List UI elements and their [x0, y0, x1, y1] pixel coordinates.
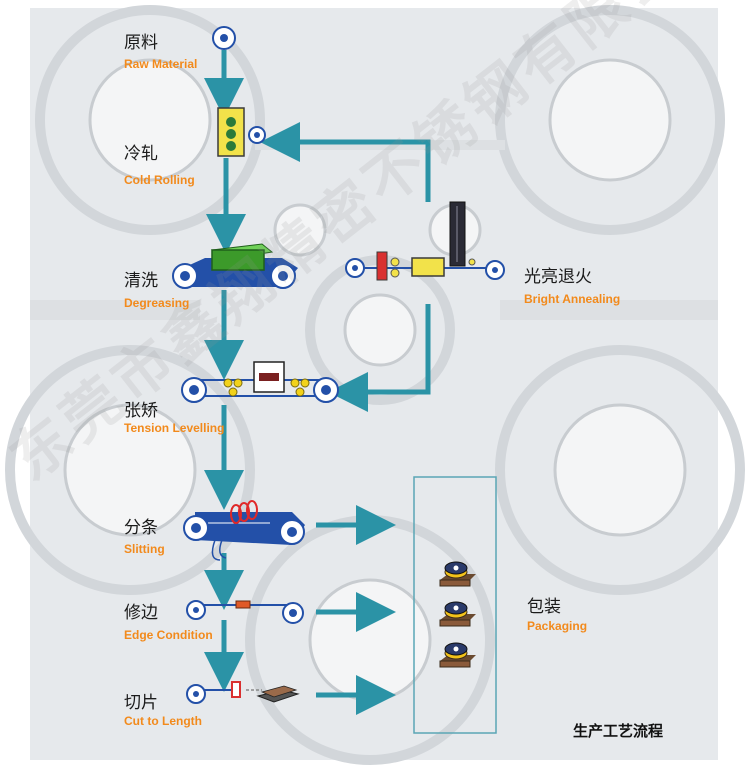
tension-levelling-label-cn: 张矫 [124, 401, 158, 421]
cold-rolling-mill [217, 107, 266, 157]
degreasing-label-en: Degreasing [124, 296, 190, 310]
slitting-label-en: Slitting [124, 542, 165, 556]
bright-annealing-label-cn: 光亮退火 [524, 267, 592, 287]
packaging-label-cn: 包装 [527, 597, 561, 617]
packaged-coil-1 [439, 561, 476, 587]
cold-rolling-label-en: Cold Rolling [124, 173, 195, 187]
degreasing-label-cn: 清洗 [124, 271, 158, 291]
edge-conditioning-line [186, 600, 304, 624]
bright-annealing-label-en: Bright Annealing [524, 292, 621, 306]
packaging-frame [413, 476, 497, 734]
packaged-coil-3 [439, 642, 476, 668]
degreasing-line [172, 243, 298, 289]
arrow-annealing-to-rolling [260, 122, 431, 202]
cut-to-length-line [186, 681, 300, 704]
cold-rolling-label-cn: 冷轧 [124, 144, 158, 164]
raw-material-coil [212, 26, 236, 50]
packaging-label-en: Packaging [527, 619, 588, 633]
raw-material-label-cn: 原料 [124, 33, 158, 53]
slitting-label-cn: 分条 [124, 518, 158, 538]
packaged-coils [439, 561, 476, 668]
tension-levelling-line [181, 361, 339, 403]
slitting-line [183, 500, 305, 561]
packaged-coil-2 [439, 601, 476, 627]
raw-material-label-en: Raw Material [124, 57, 198, 71]
diagram-caption: 生产工艺流程 [573, 722, 664, 740]
cut-to-length-label-en: Cut to Length [124, 714, 202, 728]
bright-annealing-line [345, 201, 505, 281]
main-flow-arrows [204, 50, 431, 715]
tension-levelling-label-en: Tension Levelling [124, 421, 225, 435]
arrow-annealing-to-levelling [328, 304, 431, 412]
cut-to-length-label-cn: 切片 [124, 693, 158, 713]
edge-condition-label-cn: 修边 [124, 603, 158, 623]
edge-condition-label-en: Edge Condition [124, 628, 213, 642]
